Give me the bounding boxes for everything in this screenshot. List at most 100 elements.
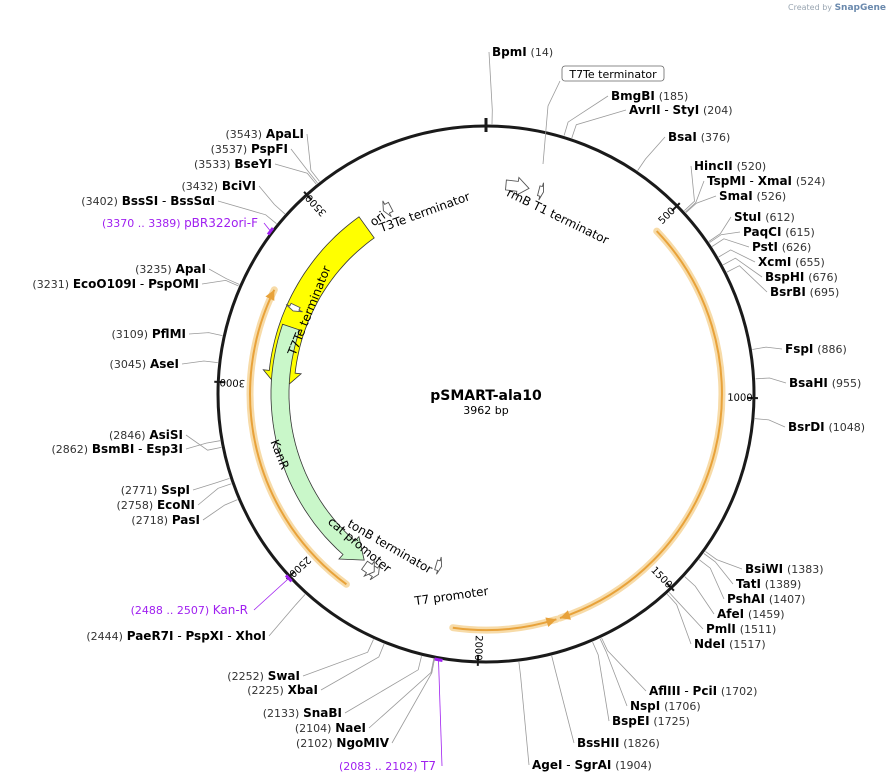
site-bsrdi-label: BsrDI (1048) — [788, 420, 865, 434]
site-bsssi-bsss-i-leader — [217, 200, 277, 225]
site-stui: StuI (612) — [708, 210, 795, 242]
site-ecoo109i-pspomi-part-3: - — [136, 277, 148, 291]
site-pspfi: (3537) PspFI — [211, 142, 318, 184]
site-hincii-part-2: (520) — [737, 160, 767, 173]
site-ecoo109i-pspomi-part-4: PspOMI — [148, 277, 199, 291]
site-pspfi-part-2: PspFI — [251, 142, 288, 156]
site-bmgbi-leader — [563, 95, 609, 136]
site-ngomiv-label: (2102) NgoMIV — [296, 736, 390, 750]
site-paer7i-pspxi-xhoi-part-2: PaeR7I — [127, 629, 174, 643]
site-asisi-part-2: AsiSI — [149, 428, 183, 442]
site-ndei-leader — [666, 593, 692, 645]
site-snabi-part-2: SnaBI — [303, 706, 342, 720]
site-apai: (3235) ApaI — [135, 262, 240, 285]
site-tati-leader — [703, 553, 734, 585]
site-naei-leader — [368, 658, 435, 729]
site-pmli-label: PmlI (1511) — [706, 622, 776, 636]
site-bsiwi: BsiWI (1383) — [705, 551, 824, 576]
site-snabi-part-0: (2133) — [263, 707, 300, 720]
site-bsshii-label: BssHII (1826) — [577, 736, 660, 750]
site-fspi-label: FspI (886) — [785, 342, 847, 356]
site-bsahi-part-0: BsaHI — [789, 376, 828, 390]
site-tspmi-xmai-part-1: - — [746, 174, 758, 188]
site-bsphi-part-2: (676) — [808, 271, 838, 284]
site-paer7i-pspxi-xhoi: (2444) PaeR7I - PspXI - XhoI — [86, 594, 306, 643]
feature-t7-promoter-label: T7 promoter — [413, 584, 490, 608]
site-econi-part-2: EcoNI — [157, 498, 195, 512]
site-bmgbi-part-0: BmgBI — [611, 89, 655, 103]
site-fspi: FspI (886) — [752, 342, 847, 356]
site-pasi: (2718) PasI — [131, 499, 238, 527]
site-avrii-styi-part-4: (204) — [703, 104, 733, 117]
primer-group: (3370 .. 3389) pBR322ori-F(2488 .. 2507)… — [102, 216, 443, 773]
site-econi-leader — [197, 483, 232, 506]
site-bsshii-leader — [551, 655, 575, 744]
site-asisi-label: (2846) AsiSI — [109, 428, 183, 442]
site-bsai-part-2: (376) — [701, 131, 731, 144]
site-smai: SmaI (526) — [685, 189, 786, 213]
site-bsahi-leader — [755, 377, 787, 384]
site-pasi-label: (2718) PasI — [131, 513, 200, 527]
site-asei-leader — [181, 360, 218, 365]
site-bsshii-part-2: (1826) — [623, 737, 660, 750]
site-bpmi: BpmI (14) — [488, 45, 553, 125]
site-tspmi-xmai-leader — [685, 180, 705, 213]
primer-kan-r-range: (2488 .. 2507) — [131, 604, 213, 617]
site-bsssi-bsss-i-part-4: BssSαI — [170, 194, 215, 208]
site-xcmi-label: XcmI (655) — [758, 255, 825, 269]
site-pspfi-label: (3537) PspFI — [211, 142, 288, 156]
primer-pbr322ori-f-range: (3370 .. 3389) — [102, 217, 184, 230]
site-bsssi-bsss-i-part-3: - — [158, 194, 170, 208]
site-sspi-part-2: SspI — [161, 483, 190, 497]
site-smai-label: SmaI (526) — [719, 189, 786, 203]
site-ndei: NdeI (1517) — [666, 593, 766, 651]
site-hincii-leader — [684, 165, 695, 211]
site-ngomiv-part-2: NgoMIV — [336, 736, 389, 750]
site-paer7i-pspxi-xhoi-part-5: - — [224, 629, 236, 643]
site-snabi: (2133) SnaBI — [263, 656, 422, 720]
site-bsrbi-part-2: (695) — [810, 286, 840, 299]
site-bsrbi-label: BsrBI (695) — [770, 285, 839, 299]
orf-2-arrowhead — [265, 289, 275, 301]
site-fspi-part-2: (886) — [817, 343, 847, 356]
site-paer7i-pspxi-xhoi-part-4: PspXI — [185, 629, 223, 643]
site-paer7i-pspxi-xhoi-part-6: XhoI — [235, 629, 266, 643]
site-bsmbi-esp3i-label: (2862) BsmBI - Esp3I — [51, 442, 183, 456]
site-bsphi-leader — [722, 257, 763, 278]
site-apali-leader — [306, 133, 320, 182]
site-paer7i-pspxi-xhoi-part-3: - — [174, 629, 186, 643]
site-afei-part-0: AfeI — [717, 607, 744, 621]
site-bsrdi-part-2: (1048) — [828, 421, 865, 434]
site-bcivi-part-2: BciVI — [222, 179, 256, 193]
site-ecoo109i-pspomi-label: (3231) EcoO109I - PspOMI — [32, 277, 199, 291]
site-afei-leader — [684, 576, 715, 615]
site-psti-part-2: (626) — [782, 241, 812, 254]
site-afliii-pcii-part-1: - — [681, 684, 693, 698]
site-apai-part-2: ApaI — [176, 262, 206, 276]
site-sspi-label: (2771) SspI — [121, 483, 190, 497]
site-bcivi-label: (3432) BciVI — [181, 179, 256, 193]
site-afei: AfeI (1459) — [684, 576, 785, 621]
site-agei-sgrai-leader — [518, 661, 530, 766]
site-pasi-part-0: (2718) — [131, 514, 168, 527]
site-bsphi-label: BspHI (676) — [765, 270, 838, 284]
site-naei-part-0: (2104) — [295, 722, 332, 735]
primer-t7-leader — [438, 659, 443, 767]
site-snabi-label: (2133) SnaBI — [263, 706, 342, 720]
primer-t7-label: (2083 .. 2102) T7 — [339, 759, 436, 773]
site-bcivi-leader — [258, 185, 286, 215]
site-agei-sgrai-part-4: (1904) — [615, 759, 652, 772]
site-bsphi-part-0: BspHI — [765, 270, 804, 284]
site-agei-sgrai-part-0: AgeI — [532, 758, 562, 772]
site-pflmi-leader — [188, 332, 223, 336]
site-asisi-leader — [185, 434, 222, 451]
primer-t7-name: T7 — [420, 759, 436, 773]
site-bcivi: (3432) BciVI — [181, 179, 286, 215]
site-paer7i-pspxi-xhoi-leader — [268, 594, 306, 637]
plasmid-name: pSMART-ala10 — [430, 388, 542, 404]
site-bsiwi-leader — [705, 551, 743, 570]
site-bpmi-label: BpmI (14) — [492, 45, 553, 59]
site-ecoo109i-pspomi: (3231) EcoO109I - PspOMI — [32, 277, 239, 291]
site-sspi-part-0: (2771) — [121, 484, 158, 497]
site-pshai-label: PshAI (1407) — [727, 592, 805, 606]
